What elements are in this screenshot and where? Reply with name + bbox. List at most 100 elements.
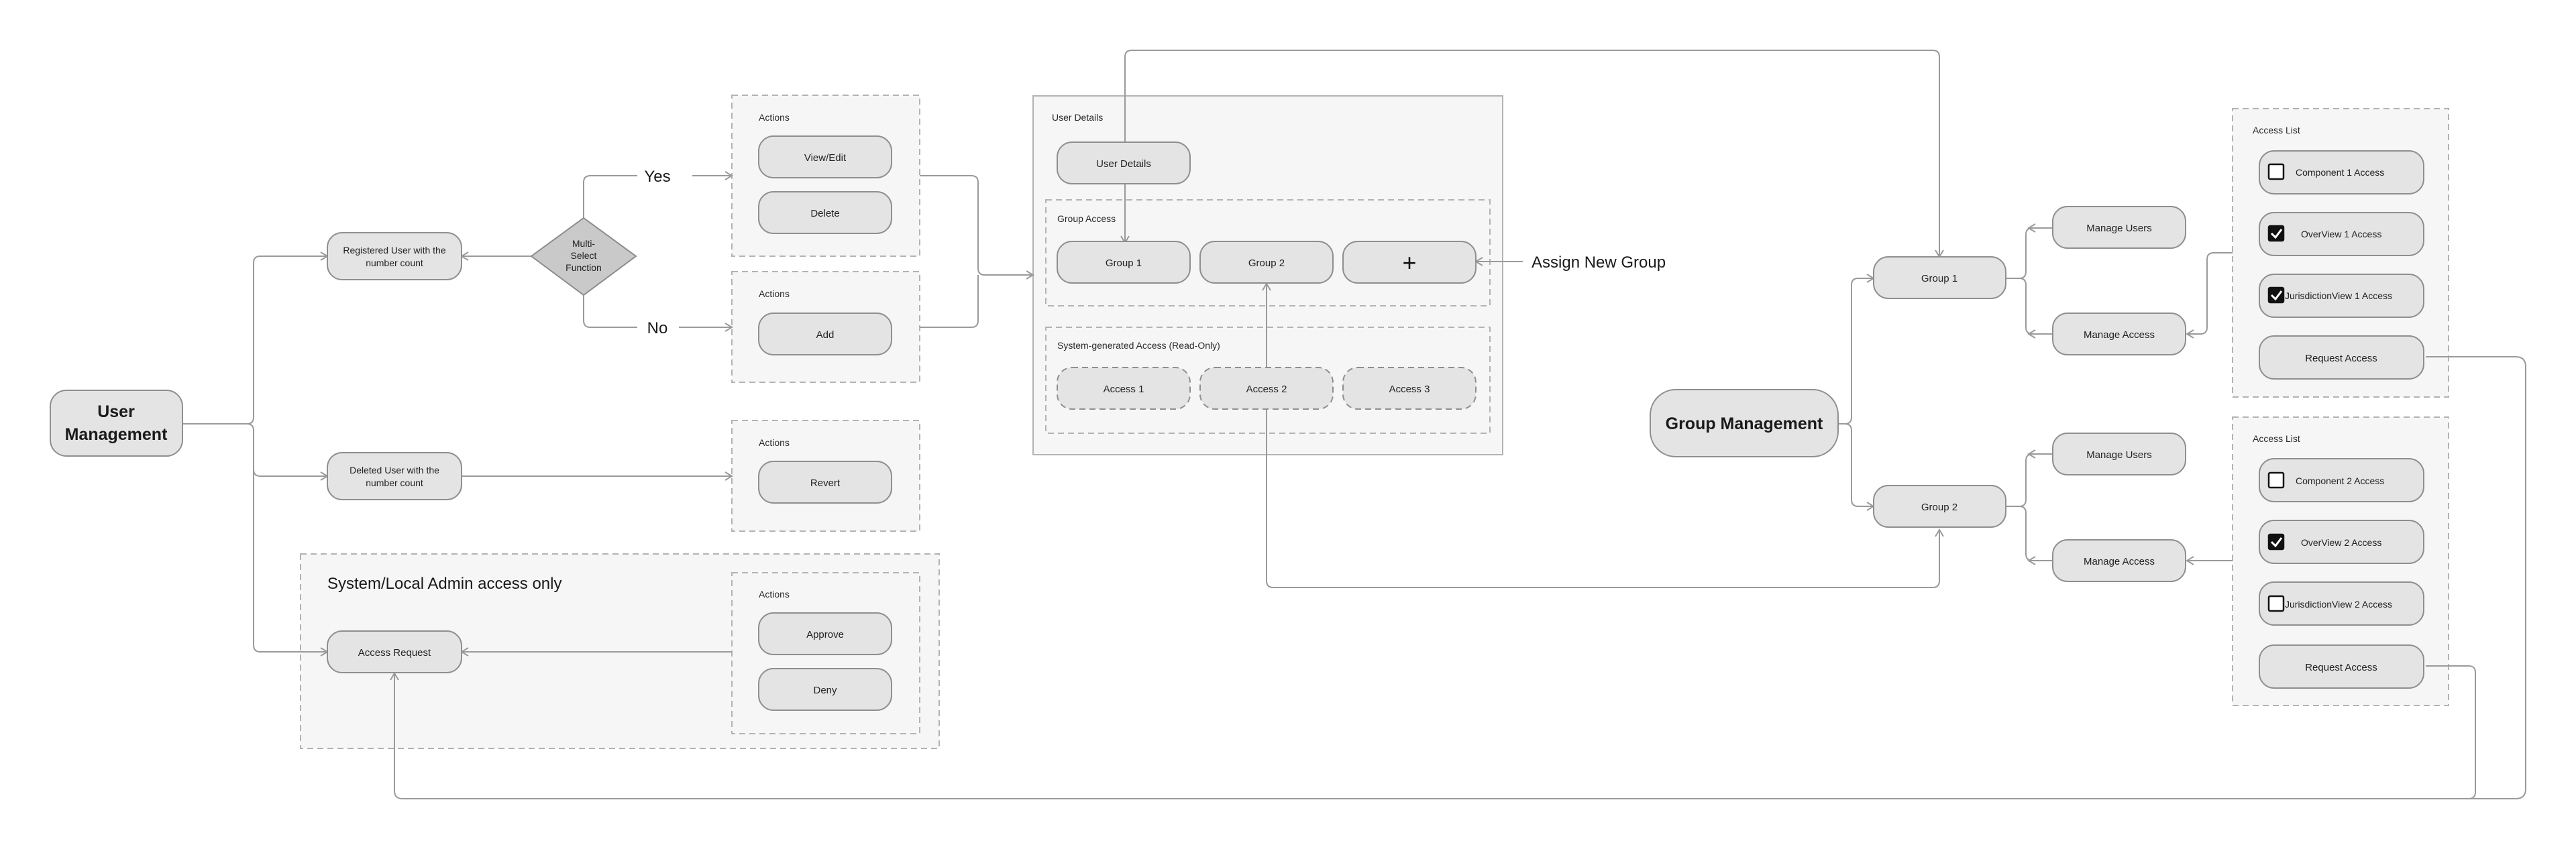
edge-gm-group1 — [1838, 278, 1874, 425]
deny-label: Deny — [813, 685, 837, 696]
group-1-manage-access-label: Manage Access — [2084, 329, 2155, 341]
access-list-1-request-button[interactable]: Request Access — [2259, 335, 2424, 380]
edge-gm-group2 — [1844, 423, 1874, 507]
admin-area-title: System/Local Admin access only — [327, 575, 562, 593]
deny-button[interactable]: Deny — [758, 668, 892, 711]
view-edit-button[interactable]: View/Edit — [758, 135, 892, 178]
delete-label: Delete — [810, 208, 839, 219]
access-list-1-item-3[interactable]: JurisdictionView 1 Access — [2259, 274, 2424, 318]
actions-title-no: Actions — [759, 288, 790, 299]
revert-label: Revert — [810, 477, 841, 489]
access-list-1-item-1-label: Component 1 Access — [2296, 167, 2384, 178]
access-request-label: Access Request — [358, 647, 431, 659]
system-access-2-label: Access 2 — [1246, 384, 1287, 395]
group-access-group-1[interactable]: Group 1 — [1057, 241, 1191, 284]
edge-group1-manage-users — [2006, 227, 2053, 279]
edge-group2-manage-access — [2019, 506, 2053, 561]
edge-um-registered — [182, 256, 327, 425]
access-list-2-request-label: Request Access — [2305, 662, 2377, 673]
access-list-2-item-2[interactable]: OverView 2 Access — [2259, 520, 2424, 564]
checkmark-icon — [2270, 537, 2283, 548]
group-management-node[interactable]: Group Management — [1650, 389, 1839, 457]
access-list-1-item-2[interactable]: OverView 1 Access — [2259, 212, 2424, 256]
delete-button[interactable]: Delete — [758, 191, 892, 234]
edge-no-1 — [583, 295, 637, 328]
group-management-label: Group Management — [1666, 414, 1823, 433]
group-2-manage-users-button[interactable]: Manage Users — [2052, 433, 2186, 475]
user-management-label-1: User — [97, 402, 135, 421]
checkbox-unchecked-icon[interactable] — [2267, 471, 2285, 489]
group-2-label: Group 2 — [1921, 502, 1957, 513]
checkbox-checked-icon[interactable] — [2267, 533, 2285, 551]
checkbox-unchecked-icon[interactable] — [2267, 595, 2285, 612]
edge-um-deleted — [246, 423, 327, 477]
user-details-panel-title: User Details — [1052, 112, 1103, 123]
group-2-manage-access-label: Manage Access — [2084, 556, 2155, 567]
access-list-2-item-3[interactable]: JurisdictionView 2 Access — [2259, 581, 2424, 626]
group-1-node[interactable]: Group 1 — [1873, 256, 2006, 299]
checkbox-unchecked-icon[interactable] — [2267, 163, 2285, 180]
group-access-group-2[interactable]: Group 2 — [1199, 241, 1334, 284]
access-list-2-item-3-label: JurisdictionView 2 Access — [2285, 599, 2392, 610]
group-2-node[interactable]: Group 2 — [1873, 485, 2006, 528]
actions-title-yes: Actions — [759, 112, 790, 123]
user-details-button-label: User Details — [1096, 158, 1151, 170]
edge-actions-details-1 — [920, 175, 1033, 276]
group-access-group-1-label: Group 1 — [1106, 258, 1142, 269]
add-group-button[interactable]: + — [1342, 241, 1477, 284]
edge-accesslist1-manage — [2187, 252, 2233, 335]
registered-user-label-1: Registered User with the — [343, 245, 446, 256]
system-access-title: System-generated Access (Read-Only) — [1057, 340, 1220, 351]
edge-top-loop — [1124, 50, 1940, 257]
group-1-label: Group 1 — [1921, 273, 1957, 284]
access-list-1-request-label: Request Access — [2305, 353, 2377, 364]
system-access-1-label: Access 1 — [1104, 384, 1144, 395]
edge-request1-loop — [394, 356, 2526, 799]
add-button[interactable]: Add — [758, 313, 892, 355]
access-list-2-item-2-label: OverView 2 Access — [2301, 537, 2381, 548]
approve-label: Approve — [806, 629, 844, 640]
edge-group2-loop — [1266, 284, 1940, 588]
access-request-node[interactable]: Access Request — [327, 630, 462, 673]
group-access-group-2-label: Group 2 — [1248, 258, 1285, 269]
access-list-2-request-button[interactable]: Request Access — [2259, 644, 2424, 689]
plus-icon: + — [1402, 249, 1416, 276]
approve-button[interactable]: Approve — [758, 612, 892, 655]
access-list-2-item-1[interactable]: Component 2 Access — [2259, 458, 2424, 502]
system-access-2: Access 2 — [1199, 367, 1334, 410]
edge-yes-1 — [583, 175, 637, 218]
deleted-user-label-1: Deleted User with the — [350, 465, 439, 475]
registered-user-label-2: number count — [366, 258, 423, 268]
group-2-manage-users-label: Manage Users — [2086, 449, 2152, 461]
edge-actions-details-2 — [920, 275, 979, 328]
actions-title-deleted: Actions — [759, 437, 790, 448]
edge-group2-manage-users — [2006, 453, 2053, 507]
edge-request2-loop — [2426, 665, 2476, 799]
edge-group1-manage-access — [2019, 278, 2053, 335]
group-access-title: Group Access — [1057, 213, 1116, 224]
multi-select-label-3: Function — [566, 262, 602, 273]
group-1-manage-users-button[interactable]: Manage Users — [2052, 206, 2186, 249]
deleted-user-node[interactable]: Deleted User with the number count — [327, 452, 462, 500]
checkbox-checked-icon[interactable] — [2267, 225, 2285, 242]
revert-button[interactable]: Revert — [758, 461, 892, 504]
checkmark-icon — [2270, 290, 2283, 301]
actions-title-admin: Actions — [759, 589, 790, 600]
system-access-1: Access 1 — [1057, 367, 1191, 410]
access-list-2-item-1-label: Component 2 Access — [2296, 475, 2384, 486]
system-access-3: Access 3 — [1342, 367, 1477, 410]
no-label: No — [647, 319, 668, 337]
group-1-manage-users-label: Manage Users — [2086, 223, 2152, 234]
registered-user-node[interactable]: Registered User with the number count — [327, 232, 462, 280]
group-2-manage-access-button[interactable]: Manage Access — [2052, 539, 2186, 582]
checkbox-checked-icon[interactable] — [2267, 286, 2285, 304]
access-list-1-item-1[interactable]: Component 1 Access — [2259, 150, 2424, 194]
user-details-button[interactable]: User Details — [1057, 142, 1191, 184]
group-1-manage-access-button[interactable]: Manage Access — [2052, 313, 2186, 355]
multi-select-decision[interactable]: Multi- Select Function — [530, 217, 637, 296]
assign-new-group-label: Assign New Group — [1532, 253, 1666, 272]
access-list-1-title: Access List — [2253, 125, 2300, 135]
user-management-node[interactable]: User Management — [50, 390, 183, 457]
system-access-3-label: Access 3 — [1389, 384, 1430, 395]
